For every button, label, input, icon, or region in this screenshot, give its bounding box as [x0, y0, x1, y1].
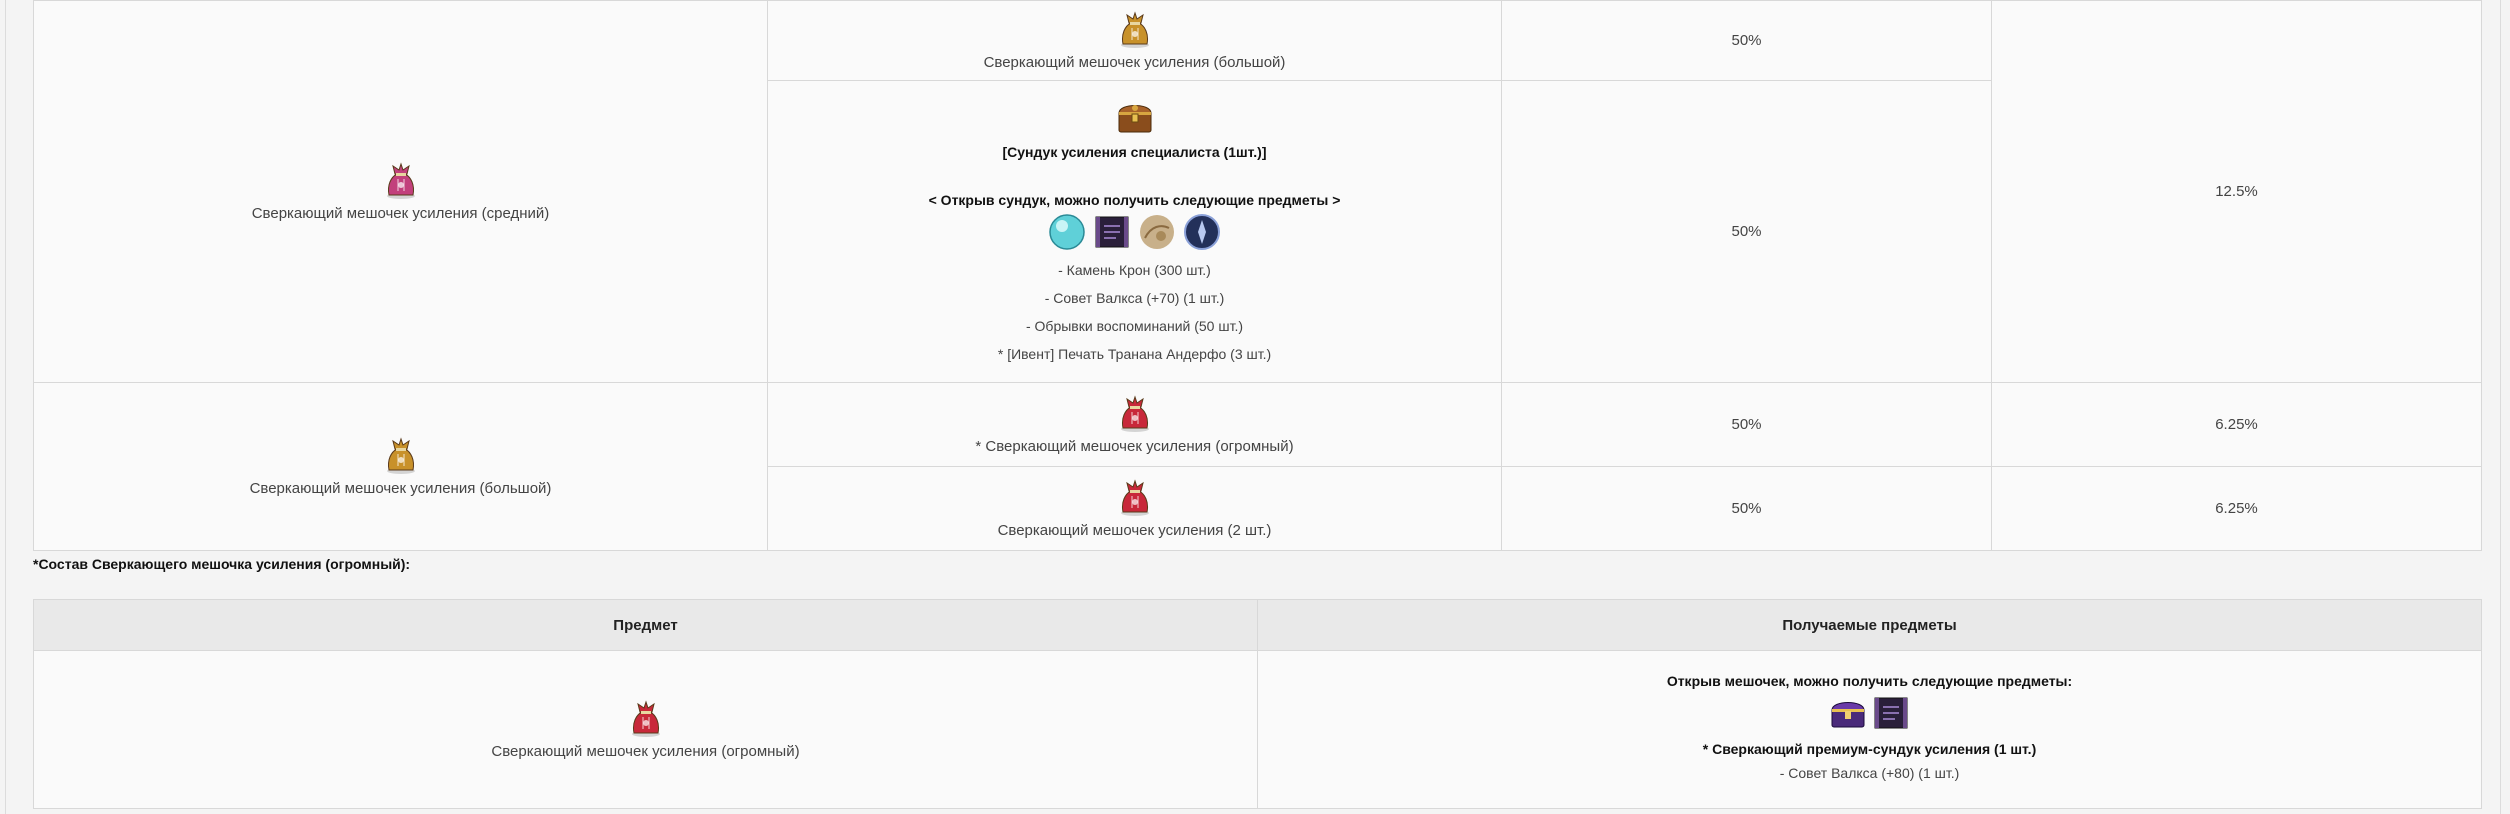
table-cell-result: [Сундук усиления специалиста (1шт.)] < О… [767, 80, 1502, 383]
treasure-chest-icon [1114, 96, 1156, 138]
item-name: Сверкающий мешочек усиления (2 шт.) [997, 522, 1272, 539]
red-pouch-icon [1115, 394, 1155, 434]
table-cell-total: 6.25% [1991, 382, 2482, 467]
seal-icon [1182, 212, 1222, 252]
gold-pouch-icon [381, 436, 421, 476]
pouch-open-text: Открыв мешочек, можно получить следующие… [1666, 672, 2073, 689]
enhancement-drop-table: Сверкающий мешочек усиления (средний) Св… [33, 0, 2482, 551]
table-cell-chance: 50% [1501, 80, 1992, 383]
reward-line: * Сверкающий премиум-сундук усиления (1 … [1702, 740, 2037, 757]
chest-content-line: - Обрывки воспоминаний (50 шт.) [1025, 317, 1243, 334]
kron-stone-icon [1047, 212, 1087, 252]
table-row: [Сундук усиления специалиста (1шт.)] < О… [34, 80, 2482, 383]
table-cell-rewards: Открыв мешочек, можно получить следующие… [1257, 650, 2482, 809]
chest-content-line: - Совет Валкса (+70) (1 шт.) [1044, 289, 1225, 306]
chest-content-line: * [Ивент] Печать Транана Андерфо (3 шт.) [997, 345, 1272, 362]
table-cell-chance: 50% [1501, 0, 1992, 81]
table-cell-chance: 50% [1501, 466, 1992, 551]
pink-pouch-icon [381, 161, 421, 201]
table-cell-total: 12.5% [1991, 0, 2482, 383]
composition-note: *Состав Сверкающего мешочка усиления (ог… [33, 556, 411, 572]
scroll-icon [1092, 212, 1132, 252]
table-cell-item: Сверкающий мешочек усиления (огромный) [33, 650, 1258, 809]
table-cell-result: Сверкающий мешочек усиления (большой) [767, 0, 1502, 81]
table-cell-result: * Сверкающий мешочек усиления (огромный) [767, 382, 1502, 467]
item-name: * Сверкающий мешочек усиления (огромный) [975, 438, 1294, 455]
table-row: Сверкающий мешочек усиления (огромный) О… [33, 650, 2482, 809]
chest-contents-icons [1047, 212, 1222, 252]
gold-pouch-icon [1115, 10, 1155, 50]
table-header-row: Предмет Получаемые предметы [33, 599, 2482, 651]
pouch-contents-icons [1828, 693, 1911, 733]
table-cell-result: Сверкающий мешочек усиления (2 шт.) [767, 466, 1502, 551]
table-row: Сверкающий мешочек усиления (средний) Св… [33, 0, 2482, 383]
page: Сверкающий мешочек усиления (средний) Св… [5, 0, 2501, 814]
table-cell-source: Сверкающий мешочек усиления (средний) [33, 0, 768, 383]
item-name: Сверкающий мешочек усиления (огромный) [491, 743, 800, 760]
memory-fragment-icon [1137, 212, 1177, 252]
header-item: Предмет [33, 599, 1258, 651]
reward-line: - Совет Валкса (+80) (1 шт.) [1779, 764, 1960, 781]
item-name: Сверкающий мешочек усиления (большой) [249, 480, 552, 497]
premium-chest-icon [1828, 693, 1868, 733]
table-row: Сверкающий мешочек усиления (большой) * … [33, 382, 2482, 551]
composition-table: Предмет Получаемые предметы Сверкающий м… [33, 599, 2482, 809]
item-name: Сверкающий мешочек усиления (большой) [983, 54, 1286, 71]
table-row: Сверкающий мешочек усиления (2 шт.) 50% … [34, 466, 2482, 551]
chest-title: [Сундук усиления специалиста (1шт.)] [1002, 143, 1267, 160]
chest-content-line: - Камень Крон (300 шт.) [1058, 261, 1211, 278]
red-pouch-icon [626, 699, 666, 739]
item-name: Сверкающий мешочек усиления (средний) [251, 205, 550, 222]
scroll-icon [1871, 693, 1911, 733]
chest-open-text: < Открыв сундук, можно получить следующи… [928, 191, 1341, 208]
table-cell-total: 6.25% [1991, 466, 2482, 551]
table-cell-source: Сверкающий мешочек усиления (большой) [33, 382, 768, 551]
red-pouch-icon [1115, 478, 1155, 518]
table-cell-chance: 50% [1501, 382, 1992, 467]
header-rewards: Получаемые предметы [1257, 599, 2482, 651]
